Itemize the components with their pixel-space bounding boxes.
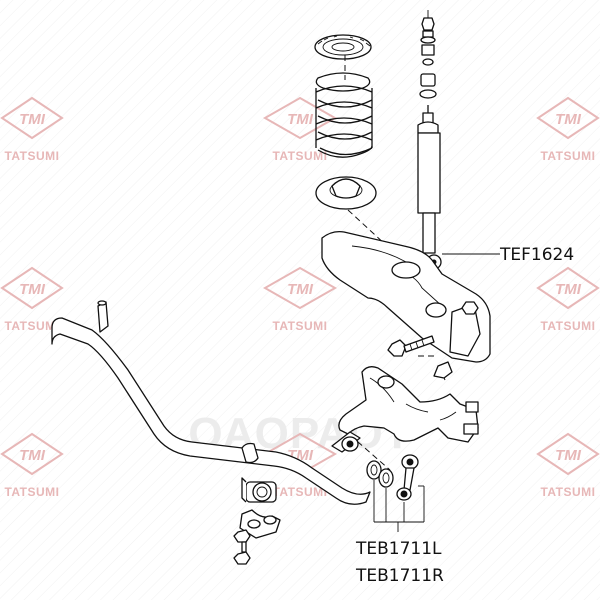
watermark-name: TATSUMI (272, 485, 327, 499)
upper-spring-seat (314, 34, 372, 60)
callout-link-right: TEB1711R (355, 566, 444, 586)
watermark-logo: TMI TATSUMI (536, 266, 600, 333)
watermark-logo: TMI TATSUMI (536, 432, 600, 499)
callout-link-left: TEB1711L (355, 539, 442, 559)
watermark-name: TATSUMI (4, 319, 59, 333)
watermark-brand: TMI (555, 447, 582, 464)
watermark-logo: TMI TATSUMI (0, 266, 64, 333)
watermark-name: TATSUMI (540, 319, 595, 333)
lower-spring-seat (315, 176, 377, 210)
watermark-name: TATSUMI (4, 485, 59, 499)
callout-shock-absorber: TEF1624 (499, 245, 574, 265)
watermark-brand: TMI (19, 281, 46, 298)
coil-spring (315, 72, 373, 158)
clamp-bolt (233, 529, 251, 565)
watermark-logo: TMI TATSUMI (536, 96, 600, 163)
watermark-brand: TMI (19, 111, 46, 128)
lower-control-arm (321, 230, 491, 363)
stabilizer-bar (51, 300, 371, 505)
watermark-brand: TMI (287, 281, 314, 298)
alignment-line (347, 209, 401, 259)
watermark-brand: TMI (555, 281, 582, 298)
callout-bracket (373, 480, 425, 532)
shock-mount-hardware (419, 10, 437, 99)
link-bushing (366, 460, 382, 480)
stabilizer-bushing (241, 477, 277, 503)
link-washer (378, 468, 394, 488)
watermark-logo: TMI TATSUMI (0, 432, 64, 499)
arm-bolt (387, 335, 435, 357)
watermark-brand: TMI (287, 111, 314, 128)
watermark-name: TATSUMI (540, 149, 595, 163)
watermark-logo: TMI TATSUMI (262, 266, 338, 333)
bushing-clamp (239, 509, 281, 539)
watermark-brand: TMI (555, 111, 582, 128)
stabilizer-link (396, 454, 419, 501)
watermark-name: TATSUMI (540, 485, 595, 499)
alignment-line (349, 434, 391, 471)
watermark-logo: TMI TATSUMI (262, 96, 338, 163)
steering-knuckle (338, 361, 479, 443)
watermark-name: TATSUMI (272, 149, 327, 163)
watermark-brand: TMI (19, 447, 46, 464)
watermark-name: TATSUMI (4, 149, 59, 163)
watermark-logo: TMI TATSUMI (0, 96, 64, 163)
watermark-name: TATSUMI (272, 319, 327, 333)
